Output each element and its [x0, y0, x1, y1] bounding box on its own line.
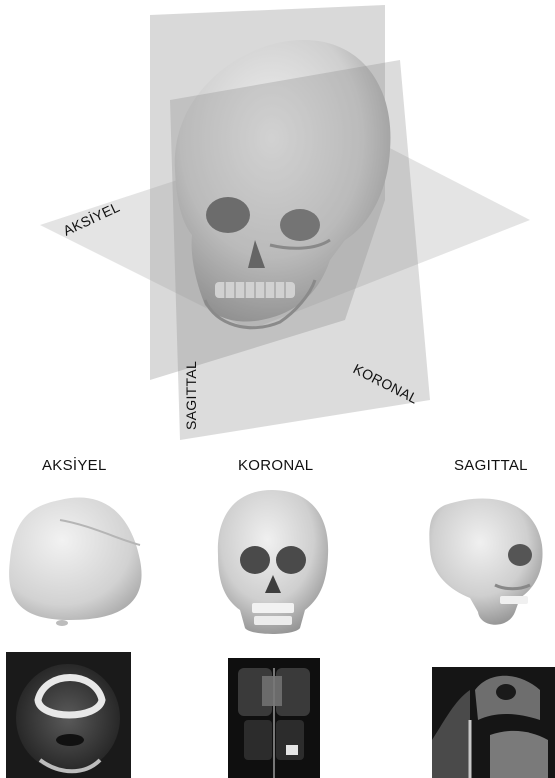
coronal-view-render — [218, 490, 328, 634]
view-label-sagittal: SAGITTAL — [454, 457, 528, 474]
axial-ct-scan — [6, 652, 131, 778]
sagittal-view-render — [429, 498, 542, 624]
sagittal-plane-label: SAGITTAL — [183, 361, 199, 430]
coronal-ct-scan — [228, 658, 320, 778]
sagittal-ct-scan — [432, 667, 555, 778]
view-label-coronal: KORONAL — [238, 457, 313, 474]
view-label-axial: AKSİYEL — [42, 456, 107, 474]
axial-view-render — [9, 498, 141, 627]
planes-3d-illustration: AKSİYEL SAGITTAL KORONAL — [40, 5, 530, 440]
